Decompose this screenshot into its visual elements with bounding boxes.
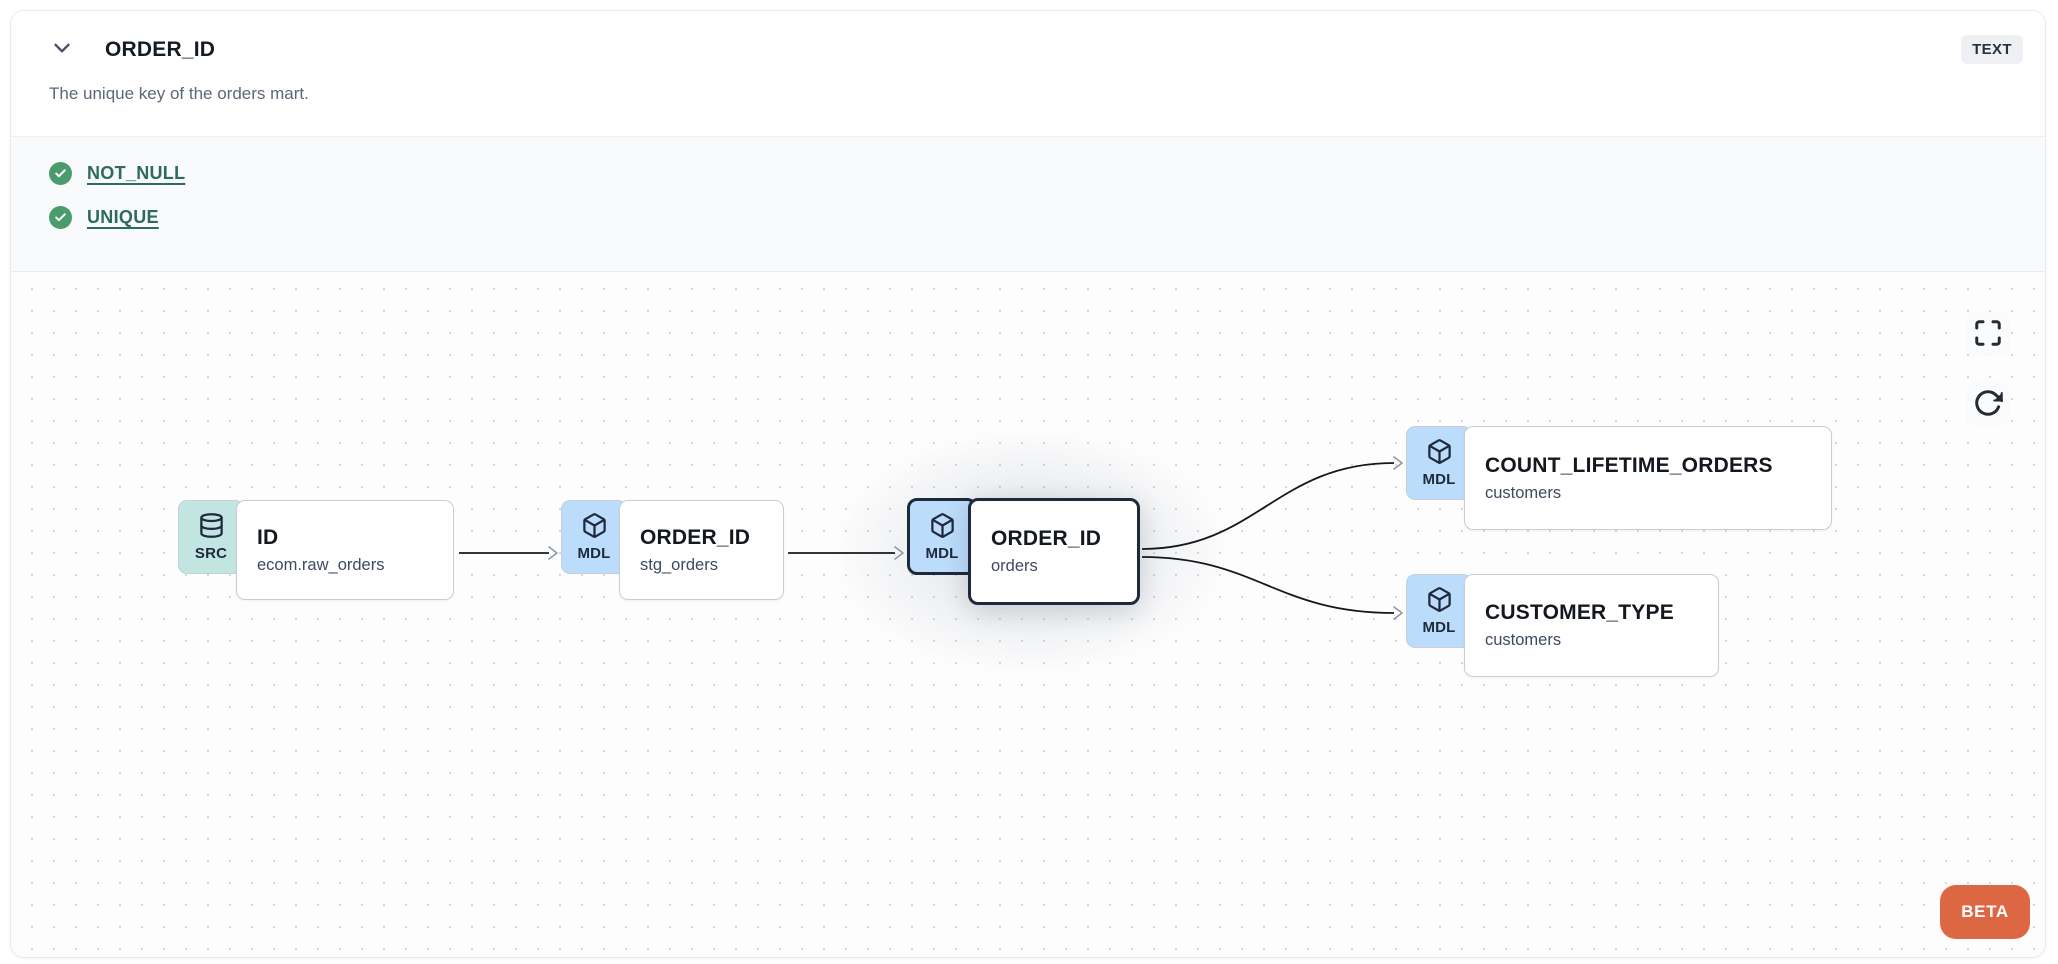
collapse-button[interactable]: [49, 35, 75, 64]
source-badge: SRC: [178, 500, 244, 574]
checks-section: NOT_NULL UNIQUE: [11, 136, 2045, 271]
check-pass-icon: [49, 162, 72, 185]
node-badge-label: MDL: [1422, 619, 1456, 636]
header-section: ORDER_ID TEXT The unique key of the orde…: [11, 11, 2045, 136]
lineage-canvas[interactable]: SRC ID ecom.raw_orders MDL ORDER_ID stg_…: [11, 271, 2045, 957]
canvas-controls: [1966, 312, 2010, 426]
model-badge: MDL: [561, 500, 627, 574]
beta-badge: BETA: [1940, 885, 2030, 939]
edge-orders-to-type: [1141, 556, 1395, 614]
arrowhead-icon: [1393, 606, 1403, 620]
node-card: ORDER_ID stg_orders: [619, 500, 784, 600]
node-card: ORDER_ID orders: [968, 498, 1140, 605]
node-badge-label: MDL: [1422, 471, 1456, 488]
arrowhead-icon: [1393, 456, 1403, 470]
check-link-not-null[interactable]: NOT_NULL: [87, 163, 186, 183]
refresh-icon: [1973, 388, 2004, 421]
refresh-button[interactable]: [1966, 382, 2010, 426]
node-badge-label: MDL: [925, 544, 959, 562]
check-row: NOT_NULL: [49, 162, 2007, 185]
node-title: CUSTOMER_TYPE: [1485, 601, 1674, 624]
node-subtitle: orders: [991, 557, 1038, 575]
check-pass-icon: [49, 206, 72, 229]
node-title: ORDER_ID: [640, 525, 751, 549]
data-type-badge: TEXT: [1961, 35, 2023, 64]
node-card: ID ecom.raw_orders: [236, 500, 454, 600]
node-subtitle: customers: [1485, 631, 1562, 649]
node-card: COUNT_LIFETIME_ORDERS customers: [1464, 426, 1832, 530]
model-badge: MDL: [1406, 574, 1472, 648]
box-icon: [929, 512, 956, 544]
model-badge: MDL: [907, 498, 977, 575]
column-detail-card: ORDER_ID TEXT The unique key of the orde…: [10, 10, 2046, 958]
node-title: COUNT_LIFETIME_ORDERS: [1485, 453, 1773, 477]
check-row: UNIQUE: [49, 206, 2007, 229]
box-icon: [1426, 586, 1453, 618]
node-title: ORDER_ID: [991, 527, 1102, 550]
fullscreen-button[interactable]: [1966, 312, 2010, 356]
node-title: ID: [257, 525, 279, 549]
check-link-unique[interactable]: UNIQUE: [87, 207, 159, 227]
lineage-edges: [459, 456, 1403, 620]
arrowhead-icon: [894, 546, 904, 560]
node-badge-label: MDL: [577, 545, 611, 562]
database-icon: [198, 512, 225, 544]
box-icon: [581, 512, 608, 544]
node-card: CUSTOMER_TYPE customers: [1464, 574, 1719, 677]
arrowhead-icon: [548, 546, 558, 560]
edge-orders-to-count: [1141, 462, 1395, 550]
column-description: The unique key of the orders mart.: [49, 84, 309, 103]
header-row: ORDER_ID TEXT: [49, 35, 2023, 64]
box-icon: [1426, 438, 1453, 470]
node-subtitle: ecom.raw_orders: [257, 555, 385, 574]
column-title: ORDER_ID: [105, 37, 216, 61]
fullscreen-icon: [1973, 318, 2003, 351]
model-badge: MDL: [1406, 426, 1472, 500]
node-subtitle: stg_orders: [640, 555, 718, 574]
node-badge-label: SRC: [194, 545, 228, 562]
chevron-down-icon: [49, 35, 75, 64]
node-subtitle: customers: [1485, 483, 1562, 502]
